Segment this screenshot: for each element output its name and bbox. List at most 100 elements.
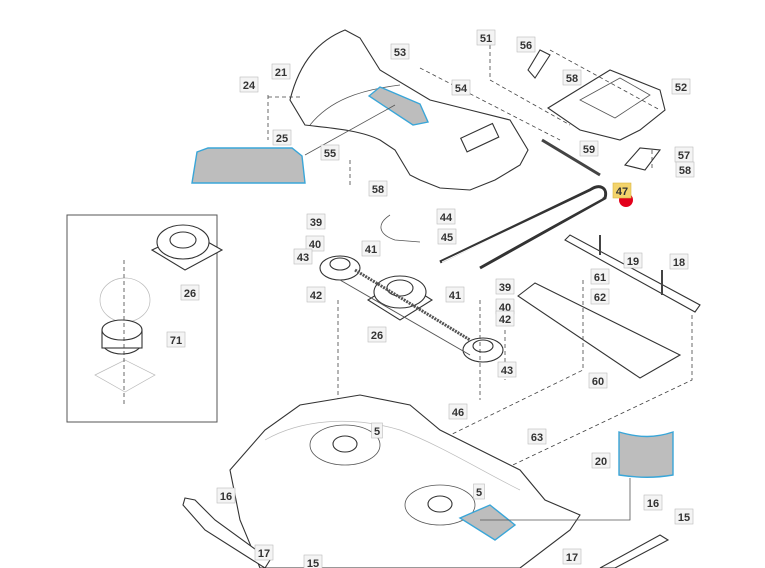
callout-43[interactable]: 43 [293, 248, 313, 265]
callout-24[interactable]: 24 [239, 76, 259, 93]
callout-58[interactable]: 58 [562, 69, 582, 86]
callout-15[interactable]: 15 [303, 554, 323, 568]
callout-box [293, 248, 313, 265]
callout-39[interactable]: 39 [495, 278, 515, 295]
callout-51[interactable]: 51 [476, 29, 496, 46]
callout-box [254, 544, 274, 561]
callout-number: 40 [309, 239, 321, 251]
callout-42[interactable]: 42 [306, 286, 326, 303]
callout-58[interactable]: 58 [368, 180, 388, 197]
callout-box [591, 452, 611, 469]
callout-15[interactable]: 15 [674, 508, 694, 525]
callout-number: 21 [275, 67, 287, 79]
callout-54[interactable]: 54 [451, 79, 471, 96]
callout-number: 53 [394, 47, 406, 59]
callout-box [368, 180, 388, 197]
callout-57[interactable]: 57 [674, 146, 694, 163]
callout-16[interactable]: 16 [216, 487, 236, 504]
callout-box [166, 331, 186, 348]
callout-63[interactable]: 63 [527, 428, 547, 445]
callout-number: 20 [595, 456, 607, 468]
callout-number: 42 [499, 314, 511, 326]
callout-box [305, 235, 325, 252]
callout-number: 47 [616, 186, 628, 198]
callout-box [371, 422, 383, 439]
callout-52[interactable]: 52 [671, 78, 691, 95]
callout-number: 57 [678, 150, 690, 162]
callout-number: 51 [480, 33, 492, 45]
callout-55[interactable]: 55 [320, 144, 340, 161]
callout-61[interactable]: 61 [590, 268, 610, 285]
callout-number: 43 [297, 252, 309, 264]
callout-number: 17 [566, 552, 578, 564]
callout-box [495, 278, 515, 295]
callout-box [562, 548, 582, 565]
callout-26[interactable]: 26 [367, 326, 387, 343]
callout-box [588, 372, 608, 389]
callout-21[interactable]: 21 [271, 63, 291, 80]
callout-number: 63 [531, 432, 543, 444]
callout-19[interactable]: 19 [623, 252, 643, 269]
callout-box [643, 494, 663, 511]
callout-17[interactable]: 17 [562, 548, 582, 565]
callout-25[interactable]: 25 [272, 129, 292, 146]
callout-71[interactable]: 71 [166, 331, 186, 348]
callout-41[interactable]: 41 [361, 240, 381, 257]
callout-42[interactable]: 42 [495, 310, 515, 327]
callout-18[interactable]: 18 [669, 253, 689, 270]
callout-number: 61 [594, 272, 606, 284]
callout-40[interactable]: 40 [305, 235, 325, 252]
callout-44[interactable]: 44 [436, 208, 456, 225]
callout-number: 52 [675, 82, 687, 94]
callout-53[interactable]: 53 [390, 43, 410, 60]
callout-16[interactable]: 16 [643, 494, 663, 511]
callout-56[interactable]: 56 [516, 36, 536, 53]
callout-box [590, 268, 610, 285]
callout-box [473, 483, 485, 500]
callout-number: 5 [476, 487, 482, 499]
callout-number: 56 [520, 40, 532, 52]
inset-box [66, 214, 218, 423]
callout-46[interactable]: 46 [448, 403, 468, 420]
rear-bracket [527, 49, 666, 177]
callout-41[interactable]: 41 [445, 286, 465, 303]
callout-26[interactable]: 26 [180, 284, 200, 301]
callout-20[interactable]: 20 [591, 452, 611, 469]
callout-number: 41 [449, 290, 461, 302]
callout-47[interactable]: 47 [612, 182, 632, 199]
callout-number: 16 [647, 498, 659, 510]
callout-number: 5 [374, 426, 380, 438]
callout-17[interactable]: 17 [254, 544, 274, 561]
window-decal-deck [458, 504, 517, 541]
callout-number: 58 [372, 184, 384, 196]
callout-62[interactable]: 62 [590, 288, 610, 305]
callout-box [669, 253, 689, 270]
callout-59[interactable]: 59 [579, 140, 599, 157]
callout-box [451, 79, 471, 96]
callout-box [271, 63, 291, 80]
callout-box [527, 428, 547, 445]
callout-number: 54 [455, 83, 468, 95]
callout-39[interactable]: 39 [306, 213, 326, 230]
callout-number: 15 [307, 558, 319, 568]
callout-box [590, 288, 610, 305]
callout-number: 45 [441, 232, 453, 244]
callout-43[interactable]: 43 [497, 361, 517, 378]
callout-box [445, 286, 465, 303]
callout-number: 58 [679, 165, 691, 177]
callout-58[interactable]: 58 [675, 161, 695, 178]
callout-number: 44 [440, 212, 453, 224]
callout-60[interactable]: 60 [588, 372, 608, 389]
callout-number: 71 [170, 335, 182, 347]
callout-45[interactable]: 45 [437, 228, 457, 245]
callout-number: 15 [678, 512, 690, 524]
callout-box [448, 403, 468, 420]
callout-5[interactable]: 5 [371, 422, 383, 439]
callout-number: 42 [310, 290, 322, 302]
window-decal-large [191, 147, 306, 184]
callout-5[interactable]: 5 [473, 483, 485, 500]
callout-box [306, 213, 326, 230]
